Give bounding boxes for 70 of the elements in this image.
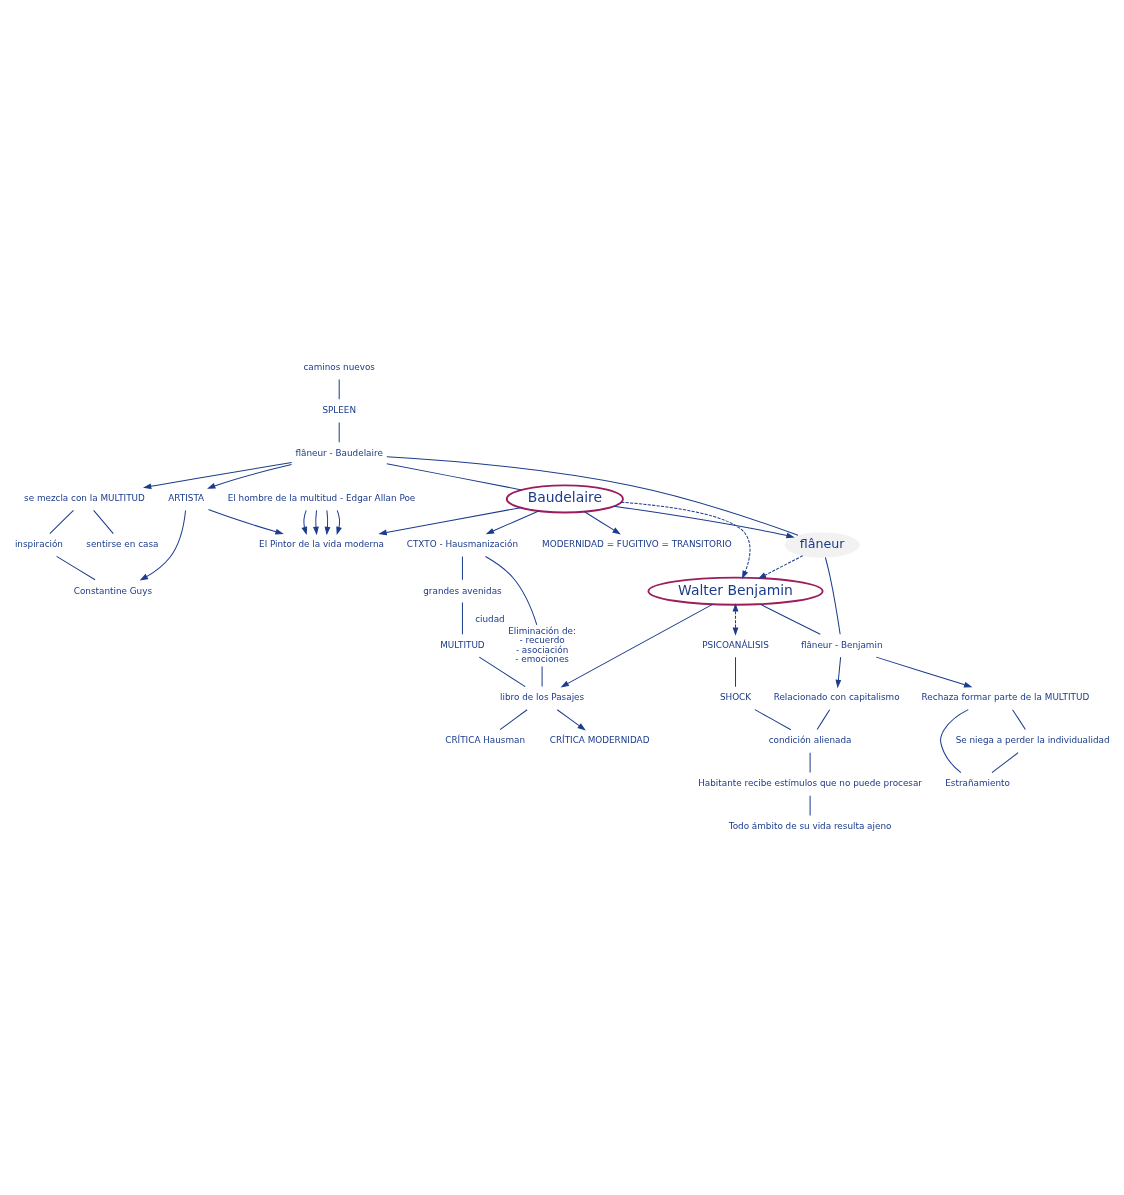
node-ellipse: Walter Benjamin (647, 576, 824, 606)
arrow (378, 507, 522, 536)
node-text: caminos nuevos (303, 362, 375, 373)
node-text: El hombre de la multitud - Edgar Allan Poe (227, 493, 416, 504)
node-text: CRÍTICA MODERNIDAD (549, 735, 650, 746)
node-text: ARTISTA (168, 493, 205, 504)
connector (499, 709, 528, 731)
connector (49, 509, 74, 535)
connector (461, 602, 463, 635)
connector (461, 556, 463, 581)
connector (735, 656, 736, 688)
node-text: libro de los Pasajes (500, 692, 585, 703)
connector (991, 752, 1019, 774)
arrow (208, 508, 284, 535)
arrow (485, 510, 540, 535)
connector (816, 709, 831, 730)
arrow (142, 461, 293, 490)
connector (338, 421, 340, 443)
connector (93, 509, 114, 535)
arrow (556, 709, 586, 731)
node-text: Se niega a perder la individualidad (955, 735, 1110, 746)
arrow (301, 509, 308, 536)
connector (386, 456, 799, 536)
arrow (757, 555, 804, 579)
node-text: flâneur - Baudelaire (295, 448, 383, 459)
node-text: condición alienada (768, 735, 852, 746)
connector (754, 709, 792, 731)
node-text: SHOCK (719, 692, 752, 703)
node-text: Eliminación de: - recuerdo - asociación - emociones (508, 625, 576, 665)
connector (940, 709, 969, 774)
node-text: flâneur - Benjamin (800, 640, 883, 651)
node-text: PSICOANÁLISIS (702, 640, 769, 651)
node-text: Constantine Guys (73, 585, 153, 596)
node-text: El Pintor de la vida moderna (259, 539, 384, 550)
arrow (207, 464, 293, 489)
node-text: SPLEEN (322, 405, 356, 416)
node-text: CRÍTICA Hausman (445, 735, 526, 746)
connector (1012, 709, 1026, 730)
node-text: MODERNIDAD = FUGITIVO = TRANSITORIO (542, 539, 732, 550)
node-text: CTXTO - Hausmanización (406, 539, 519, 550)
connector (386, 463, 523, 491)
arrow (139, 509, 187, 581)
connector (338, 379, 340, 400)
arrow (875, 656, 973, 688)
node-text: inspiración (14, 539, 63, 550)
node-text: Rechaza formar parte de la MULTITUD (921, 692, 1090, 703)
arrow (336, 509, 342, 536)
arrow (613, 505, 795, 539)
node-text: Todo ámbito de su vida resulta ajeno (728, 821, 892, 832)
node-text: grandes avenidas (423, 585, 502, 596)
node-text: Habitante recibe estímulos que no puede procesar (698, 778, 922, 789)
node-text: Estrañamiento (945, 778, 1010, 789)
arrow (835, 656, 842, 689)
connector (478, 656, 526, 688)
arrow (560, 603, 714, 688)
node-text: sentirse en casa (86, 539, 159, 550)
arrow (583, 511, 621, 535)
connector (759, 603, 821, 635)
node-text: MULTITUD (440, 640, 485, 651)
connector (485, 555, 538, 626)
arrow (313, 509, 319, 536)
arrow (324, 509, 331, 536)
node-text: Relacionado con capitalismo (773, 692, 900, 703)
arrow (620, 501, 751, 580)
node-label: ciudad (475, 614, 505, 625)
arrow (732, 603, 739, 636)
node-text: se mezcla con la MULTITUD (24, 493, 145, 504)
connector (824, 557, 841, 635)
connector (56, 555, 96, 581)
node-ellipse: Baudelaire (505, 484, 624, 514)
